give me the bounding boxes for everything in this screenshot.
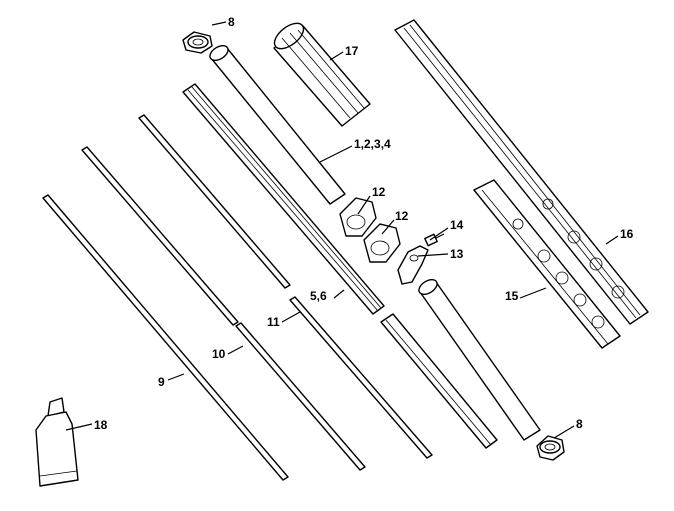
part-13-handle-bracket	[397, 245, 429, 285]
callout-18: 18	[94, 418, 108, 432]
callout-10: 10	[212, 347, 226, 361]
callout-12-lower: 12	[395, 209, 409, 223]
part-8-bushing-top	[182, 31, 213, 54]
callout-5-6: 5,6	[310, 289, 327, 303]
callout-8-top: 8	[228, 15, 235, 29]
part-10-drive-shaft	[81, 146, 366, 471]
callout-11: 11	[267, 315, 280, 329]
part-16-label-strip	[394, 19, 649, 325]
callout-14: 14	[450, 218, 464, 232]
part-5-6-upper-shaft-half	[182, 83, 385, 315]
callout-labels: 8 17 1,2,3,4 12 12 14 13 16 15 5,6 11 10…	[94, 15, 634, 432]
part-5-6-lower-shaft-half	[380, 313, 498, 449]
part-1-2-3-4-upper-tube	[209, 44, 346, 205]
part-12-clamp-lower	[363, 223, 401, 263]
part-15-label-strip	[473, 179, 621, 349]
part-18-grease-tube	[35, 397, 79, 487]
lower-drive-tube	[418, 278, 541, 441]
callout-15: 15	[505, 289, 519, 303]
callout-12-upper: 12	[372, 185, 386, 199]
part-17-grip-sleeve	[273, 22, 371, 127]
callout-1-2-3-4: 1,2,3,4	[354, 137, 391, 151]
callout-16: 16	[620, 227, 634, 241]
callout-8-bottom: 8	[576, 417, 583, 431]
part-14-screw	[424, 233, 445, 247]
part-9-long-shaft	[42, 194, 289, 481]
part-8-bushing-bottom	[536, 435, 565, 461]
part-12-clamp-upper	[339, 197, 377, 237]
part-11-rod-upper	[138, 114, 291, 289]
callout-13: 13	[450, 247, 464, 261]
part-11-rod-lower	[289, 296, 433, 459]
callout-9: 9	[158, 375, 165, 389]
callout-17: 17	[345, 44, 359, 58]
leader-lines	[65, 21, 619, 439]
